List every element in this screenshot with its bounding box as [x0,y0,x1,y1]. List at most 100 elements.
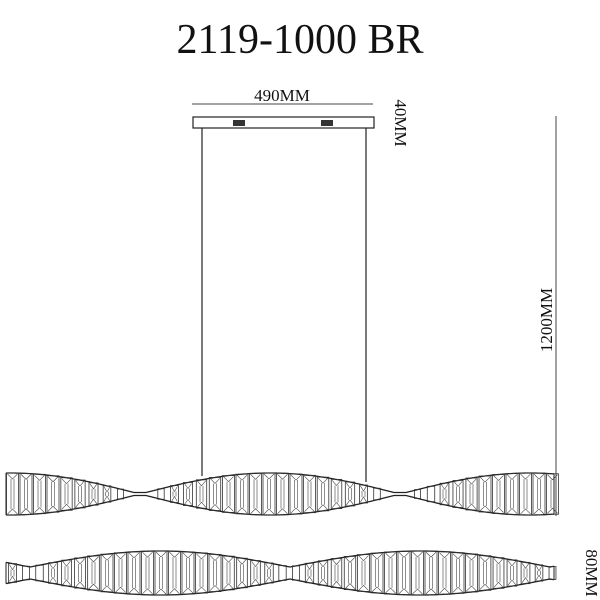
crystal [546,473,559,515]
crystal [74,479,86,509]
crystal [438,551,451,595]
crystal [22,565,30,581]
crystal-facet [155,551,167,595]
crystal [88,482,99,506]
crystal [316,476,330,512]
crystal-facet [332,559,341,587]
crystal [154,550,168,596]
crystal-facet [62,560,71,586]
crystal [304,562,315,584]
crystal-facet [128,552,140,594]
crystal [60,477,73,511]
crystal-facet [210,478,220,510]
crystal [492,474,505,514]
crystal-facet [493,558,504,588]
crystal-facet [398,552,410,594]
crystal [534,564,544,582]
crystal [195,552,208,594]
crystal [181,551,195,595]
crystal-facet [319,561,327,585]
crystal-facet [452,553,464,593]
crystal [548,566,557,580]
crystal [465,553,478,593]
crystal-facet [250,474,261,514]
crystal [439,482,450,506]
crystal-facet [533,473,545,515]
crystal [478,475,492,513]
crystal-facet [507,560,517,586]
fixture-side-view [5,550,557,596]
crystal-facet [317,477,329,511]
fixture-front-view [5,472,559,516]
crystal [359,484,368,504]
crystal-facet [9,564,16,582]
crystal [343,555,357,591]
crystal-facet [75,480,85,508]
crystal [102,485,112,503]
canopy-clip-left [233,120,245,126]
overall-height-label: 1200MM [537,288,556,352]
crystal [397,550,411,596]
side-band-top-edge [5,550,555,568]
crystal [344,481,356,507]
crystal-facet [385,552,396,594]
crystal-facet [101,554,113,592]
crystal-facet [331,480,342,508]
crystal-facet [34,475,45,513]
crystal-facet [7,473,18,515]
crystal-facet [520,473,531,515]
crystal-facet [184,483,192,505]
crystal [424,550,438,596]
crystal [61,559,72,587]
crystal [492,557,505,589]
crystal [384,551,397,595]
crystal-facet [89,483,98,505]
crystal [183,482,193,506]
crystal-facet [412,551,423,595]
crystal [7,563,18,583]
crystal-facet [196,553,207,593]
crystal-facet [142,551,153,595]
crystal-facet [88,556,99,590]
crystal [33,473,46,515]
crystal [222,475,235,513]
crystal [157,488,165,500]
canopy-height-label: 40MM [391,99,410,146]
crystal-facet [466,554,477,592]
crystal-facet [251,561,260,585]
crystal [168,550,181,596]
crystal-facet [61,478,72,510]
crystal [303,474,316,514]
crystal [520,561,531,585]
front-band-bottom-edge [5,494,555,516]
crystal [330,558,343,588]
crystal [373,487,381,501]
crystal [236,557,248,589]
crystal [330,479,343,509]
crystal [19,472,33,516]
crystal [478,555,492,591]
crystal [262,472,276,516]
crystal-facet [304,476,315,512]
crystal-facet [49,563,57,583]
crystal [411,550,424,596]
crystal [357,554,370,592]
crystal [87,555,100,591]
crystal-facet [75,558,85,588]
crystal-facet [290,474,302,514]
crystal-facet [506,474,518,514]
crystal-facet [20,474,32,514]
crystal [532,472,546,516]
front-band-top-edge [5,472,555,494]
crystal [141,550,154,596]
crystal [100,553,114,593]
crystal-facet [182,552,194,594]
crystal-facet [47,476,59,512]
crystal-facet [453,481,463,507]
crystal-facet [535,565,543,581]
crystal-facet [358,555,369,591]
crystal [195,479,208,509]
crystal [235,473,249,515]
crystal [370,552,384,594]
